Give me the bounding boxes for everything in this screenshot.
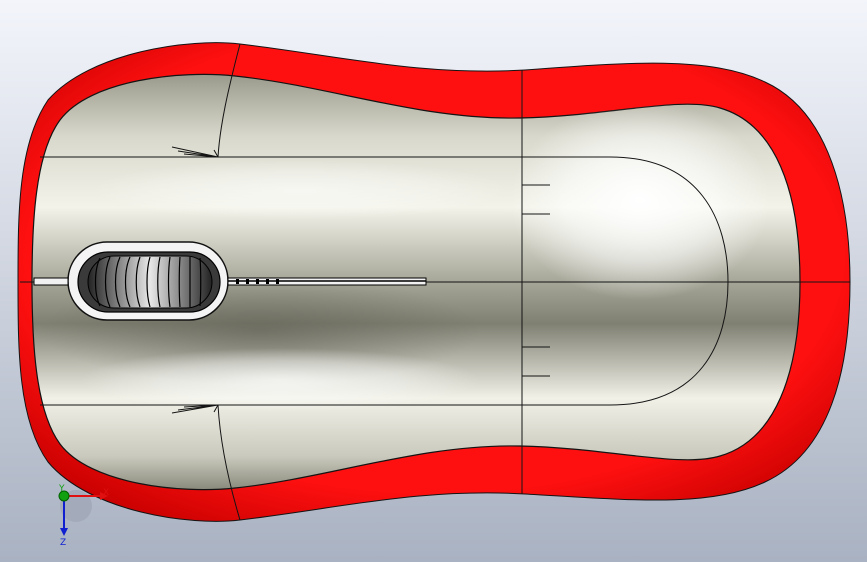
left-groove bbox=[33, 277, 69, 286]
arrow-marks bbox=[171, 146, 219, 414]
arrow-mark-bottom bbox=[171, 404, 219, 414]
arrow-mark-top bbox=[171, 146, 219, 158]
triad-x-arrow bbox=[100, 492, 108, 500]
cover-shading bbox=[40, 100, 770, 412]
triad-z-label: Z bbox=[60, 538, 66, 548]
scroll-wheel-assembly[interactable] bbox=[33, 241, 427, 321]
triad-y-label: Y bbox=[58, 484, 65, 494]
edge-lines bbox=[20, 43, 850, 521]
axis-triad[interactable]: X Y Z bbox=[58, 484, 109, 548]
triad-x-label: X bbox=[103, 488, 109, 498]
scroll-wheel[interactable] bbox=[87, 255, 213, 309]
left-arc-bottom bbox=[217, 404, 241, 521]
scroll-wheel-ribs bbox=[94, 256, 202, 308]
triad-y-axis bbox=[58, 490, 70, 502]
groove-dots bbox=[236, 279, 279, 284]
palm-outline bbox=[609, 156, 729, 406]
triad-z-arrow bbox=[60, 528, 68, 536]
left-arc-top bbox=[217, 43, 241, 158]
